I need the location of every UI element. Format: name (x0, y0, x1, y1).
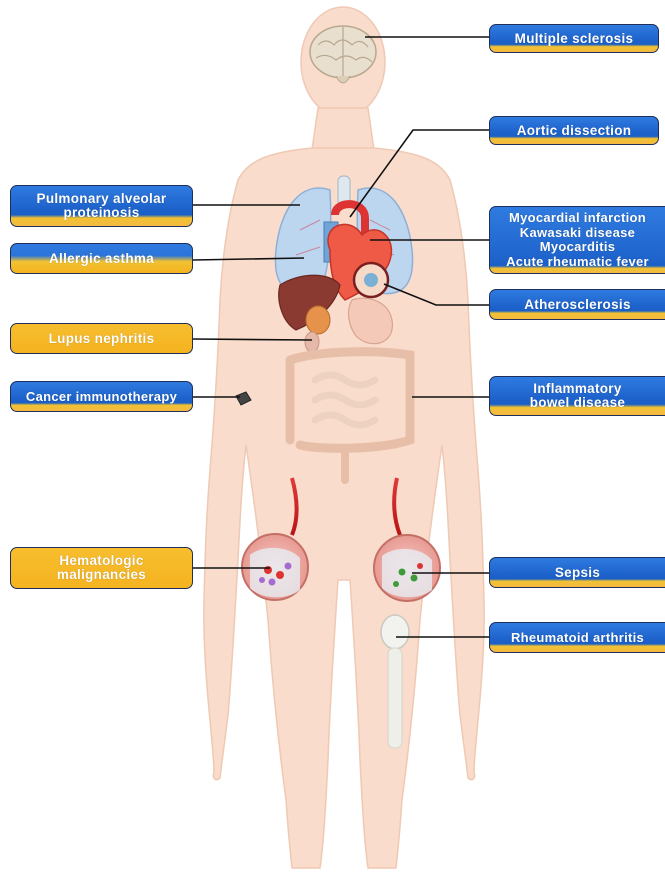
body-silhouette (204, 7, 484, 868)
label-lupus-nephritis: Lupus nephritis (10, 323, 193, 354)
pancreas-icon (306, 306, 330, 334)
kidney-icon (305, 332, 319, 352)
label-sepsis: Sepsis (489, 557, 665, 588)
label-multiple-sclerosis: Multiple sclerosis (489, 24, 659, 53)
label-pulmonary-alveolar-proteinosis: Pulmonary alveolar proteinosis (10, 185, 193, 227)
label-rheumatoid-arthritis: Rheumatoid arthritis (489, 622, 665, 653)
label-cancer-immunotherapy: Cancer immunotherapy (10, 381, 193, 412)
artery-plaque-icon (354, 263, 388, 297)
leader-lupus (193, 339, 312, 340)
label-inflammatory-bowel-disease: Inflammatory bowel disease (489, 376, 665, 416)
label-myocardial-group: Myocardial infarction Kawasaki disease M… (489, 206, 665, 274)
label-aortic-dissection: Aortic dissection (489, 116, 659, 145)
label-atherosclerosis: Atherosclerosis (489, 289, 665, 320)
label-hematologic-malignancies: Hematologic malignancies (10, 547, 193, 589)
label-allergic-asthma: Allergic asthma (10, 243, 193, 274)
